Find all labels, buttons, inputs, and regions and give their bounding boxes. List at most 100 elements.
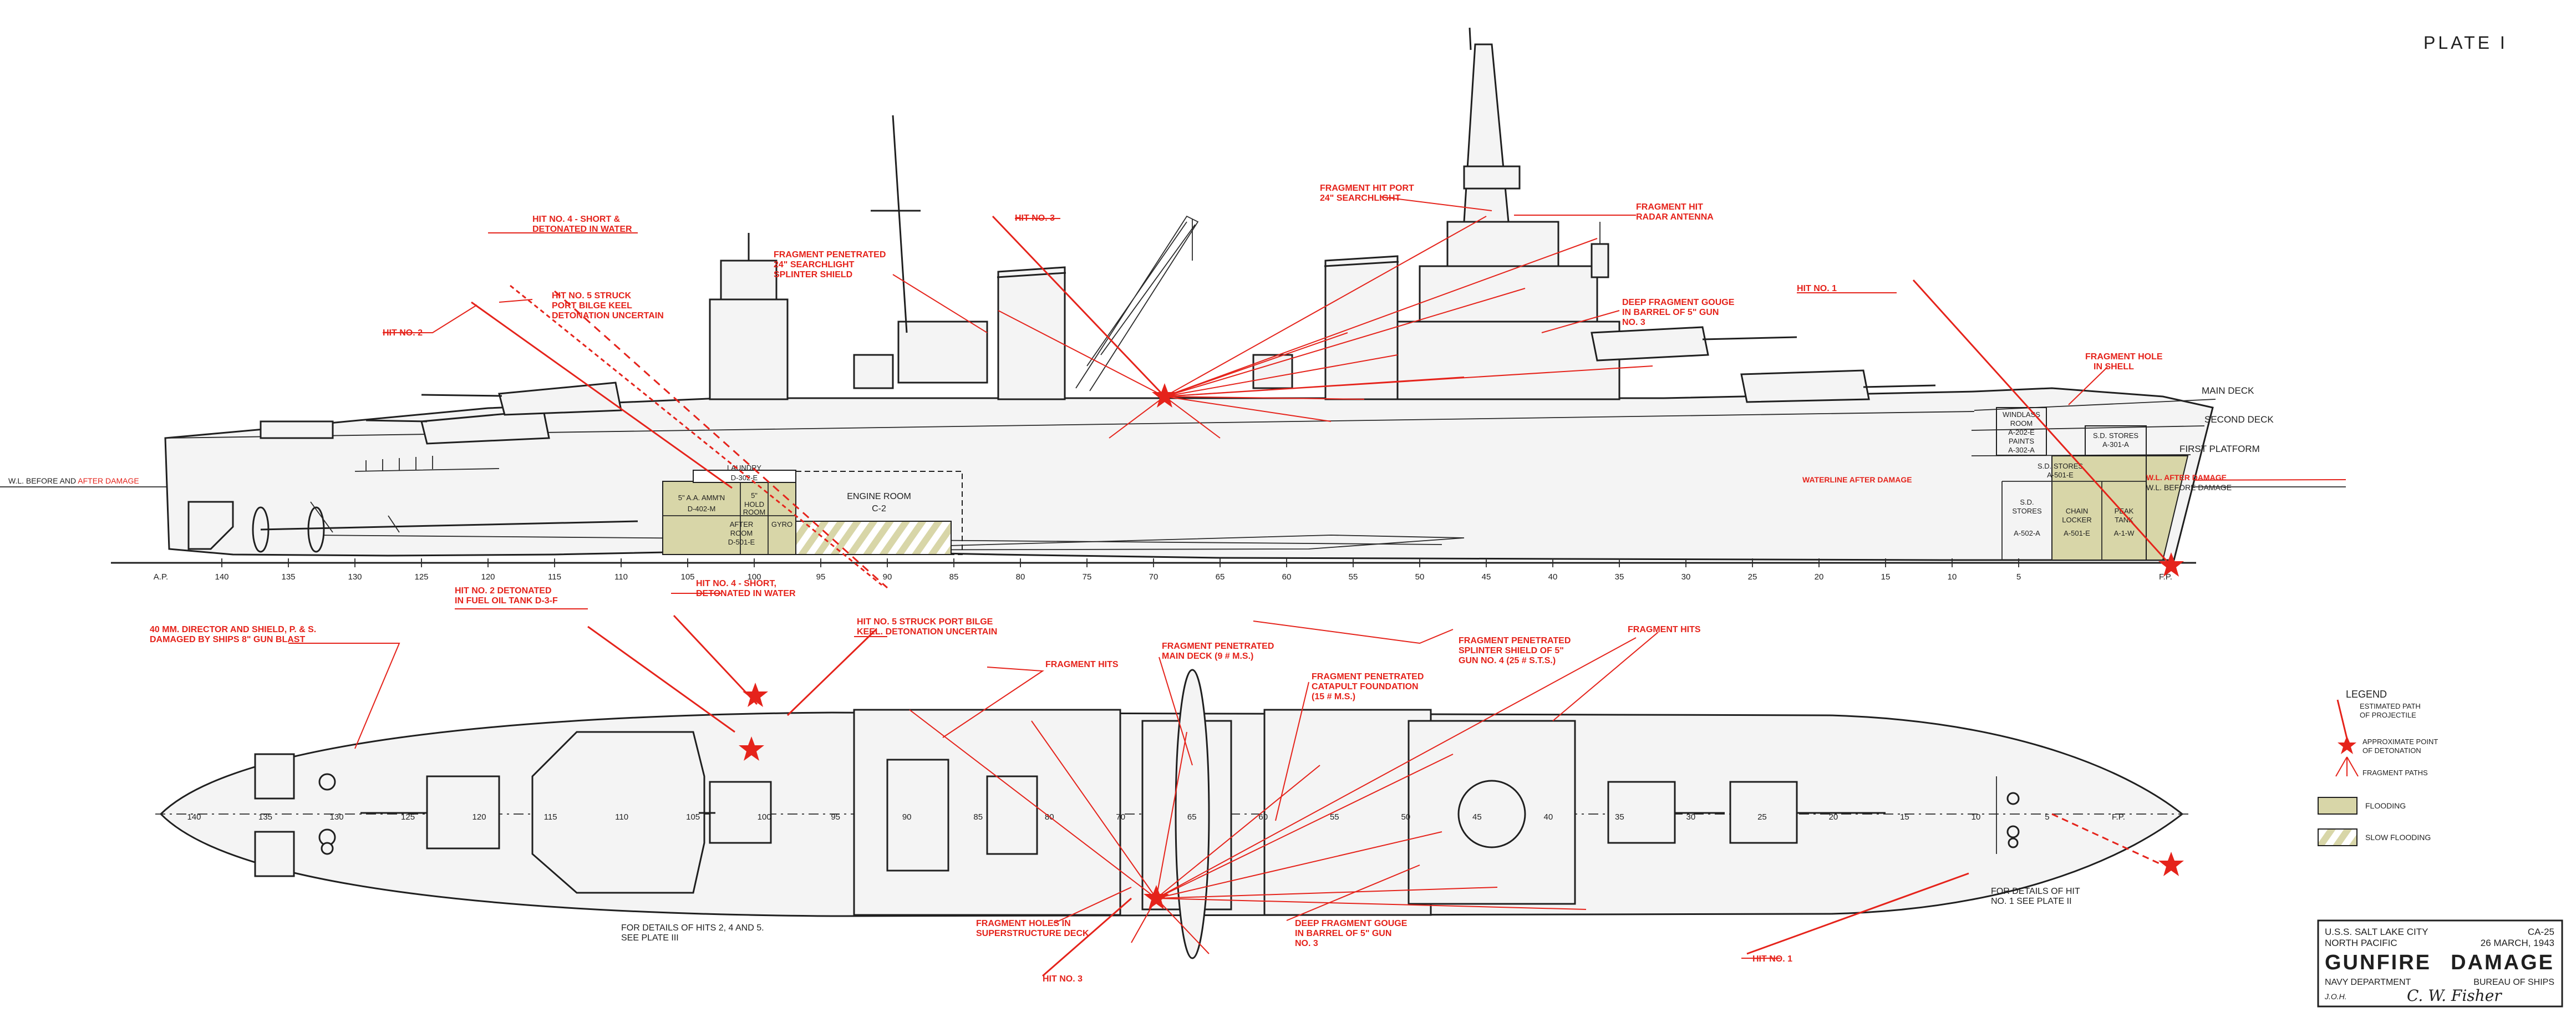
plan-after-deckhouse <box>531 731 705 894</box>
sd-stores-a301-code: A-301-A <box>2102 440 2129 449</box>
foremast <box>1463 43 1510 223</box>
frag-holes-super-1: FRAGMENT HOLES IN <box>976 919 1071 928</box>
plate-label: PLATE I <box>2423 33 2508 53</box>
plan-frame-number-label: 85 <box>973 812 983 822</box>
frame-number-label: 140 <box>215 572 228 582</box>
plan-frame-number-label: 5 <box>2045 812 2049 822</box>
main-deck-line <box>1974 399 2216 411</box>
hit1-path-plan <box>1746 872 1969 955</box>
plan-frame-number-label: 140 <box>187 812 201 822</box>
radar-antenna <box>1591 243 1609 278</box>
hit5-mid-2: KEEL. DETONATION UNCERTAIN <box>857 627 997 637</box>
star-hit2-plan <box>743 683 768 707</box>
tb-hull: CA-25 <box>2528 927 2554 937</box>
plan-bollard-3 <box>321 842 334 855</box>
legend-detonation-1: APPROXIMATE POINT <box>2362 738 2438 746</box>
tb-initials: J.O.H. <box>2324 992 2347 1001</box>
fragment-hits-2: FRAGMENT HITS <box>1628 625 1701 634</box>
wl-before-right-label: W.L. BEFORE DAMAGE <box>2146 483 2232 492</box>
foremast-pole <box>1469 27 1472 50</box>
slow-flooding-region-aft <box>795 521 952 555</box>
frag-radar-1: FRAGMENT HIT <box>1636 202 1703 212</box>
frame-number-label: 130 <box>348 572 362 582</box>
frag-port-1: FRAGMENT HIT PORT <box>1320 184 1414 193</box>
plan-fwd-turret-upper <box>1607 781 1676 844</box>
hit5-top-1: HIT NO. 5 STRUCK <box>552 291 632 301</box>
rudder <box>187 501 234 550</box>
plan-bow-bollard-1 <box>2006 792 2020 805</box>
frame-number-label: 85 <box>949 572 959 582</box>
frame-number-label: 100 <box>747 572 761 582</box>
after-turret-upper <box>498 382 622 416</box>
star-hit1-bow <box>2158 552 2184 577</box>
fragment-hits-1: FRAGMENT HITS <box>1045 660 1119 669</box>
plan-frame-number-label: 40 <box>1544 812 1553 822</box>
gouge-bottom-2: IN BARREL OF 5" GUN <box>1295 929 1391 938</box>
fore-funnel <box>1324 255 1399 400</box>
frame-number-label: 50 <box>1415 572 1425 582</box>
paints-label: PAINTS <box>2009 437 2034 445</box>
frag-hole-2: IN SHELL <box>2094 362 2134 372</box>
hit5-top-3: DETONATION UNCERTAIN <box>552 311 664 321</box>
frame-number-label: 135 <box>281 572 295 582</box>
plan-frame-number-label: 55 <box>1330 812 1339 822</box>
frag-splinter-2: SPLINTER SHIELD OF 5" <box>1459 646 1564 655</box>
tb-bureau: BUREAU OF SHIPS <box>2473 978 2554 987</box>
frame-number-label: 40 <box>1548 572 1558 582</box>
chain-locker-label-2: LOCKER <box>2062 516 2091 524</box>
frame-number-label: 125 <box>414 572 428 582</box>
plan-frame-number-label: 45 <box>1472 812 1482 822</box>
details-hit1-2: NO. 1 SEE PLATE II <box>1991 897 2072 906</box>
windlass-label: WINDLASS <box>2003 410 2040 419</box>
laundry-label: LAUNDRY <box>727 464 761 472</box>
hit5-top-2: PORT BILGE KEEL <box>552 301 632 311</box>
frame-number-label: 110 <box>614 572 628 582</box>
bridge-base <box>1396 321 1620 400</box>
damage-paths <box>288 196 2184 977</box>
forward-turret-lower <box>1740 369 1870 403</box>
plan-bow-bollard-2 <box>2006 825 2020 838</box>
star-hit1-plan <box>2158 852 2184 876</box>
legend-slow-flooding: SLOW FLOODING <box>2365 833 2431 842</box>
plan-frame-number-label: 105 <box>686 812 700 822</box>
legend-title: LEGEND <box>2346 689 2387 700</box>
ammo-label: 5" A.A. AMM'N <box>678 494 725 502</box>
compartment-windlass-box <box>1996 407 2047 456</box>
plan-frame-number-label: 35 <box>1615 812 1624 822</box>
wl-after-right-label: W.L. AFTER DAMAGE <box>2146 473 2227 482</box>
forward-turret-upper-gun <box>1702 336 1797 340</box>
frame-number-label: 15 <box>1881 572 1891 582</box>
hit2-detonated-1: HIT NO. 2 DETONATED <box>455 586 552 596</box>
director-40mm-1: 40 MM. DIRECTOR AND SHIELD, P. & S. <box>150 625 316 634</box>
plan-frame-number-label: 95 <box>831 812 840 822</box>
chain-locker-code: A-501-E <box>2064 529 2090 537</box>
leader-lines <box>288 196 2108 959</box>
frag-24-2: 24" SEARCHLIGHT <box>774 260 855 269</box>
after-room-code: D-501-E <box>728 538 755 546</box>
tb-area: NORTH PACIFIC <box>2325 938 2397 948</box>
second-deck-line <box>1971 425 2205 431</box>
frame-number-label: 80 <box>1016 572 1025 582</box>
frame-number-label: 55 <box>1349 572 1358 582</box>
gouge-top-2: IN BARREL OF 5" GUN <box>1622 308 1719 317</box>
sd-stores-a501-code: A-501-E <box>2047 471 2074 479</box>
frag-splinter-3: GUN NO. 4 (25 # S.T.S.) <box>1459 656 1556 665</box>
frame-number-label: 70 <box>1149 572 1159 582</box>
hit1-path-plan-2 <box>2051 813 2163 866</box>
hold-label-3: ROOM <box>743 508 765 516</box>
frame-number-label: 115 <box>548 572 561 582</box>
fore-funnel-cap <box>1324 261 1399 267</box>
tb-title-left: GUNFIRE <box>2325 951 2431 974</box>
tb-date: 26 MARCH, 1943 <box>2481 938 2554 948</box>
hit2-path-plan <box>587 625 735 733</box>
legend-detonation-2: OF DETONATION <box>2362 746 2421 755</box>
frame-number-label: 90 <box>883 572 892 582</box>
strut <box>310 501 400 533</box>
hit1-path <box>1912 279 2169 564</box>
frame-number-label: 5 <box>2016 572 2021 582</box>
bridge-upper <box>1446 221 1559 267</box>
wl-before-after-label: W.L. BEFORE AND AFTER DAMAGE <box>8 476 139 485</box>
plan-after-turret-2 <box>254 831 295 877</box>
plan-frame-number-label: 65 <box>1187 812 1197 822</box>
hit4-mid-2: DETONATED IN WATER <box>696 589 796 598</box>
